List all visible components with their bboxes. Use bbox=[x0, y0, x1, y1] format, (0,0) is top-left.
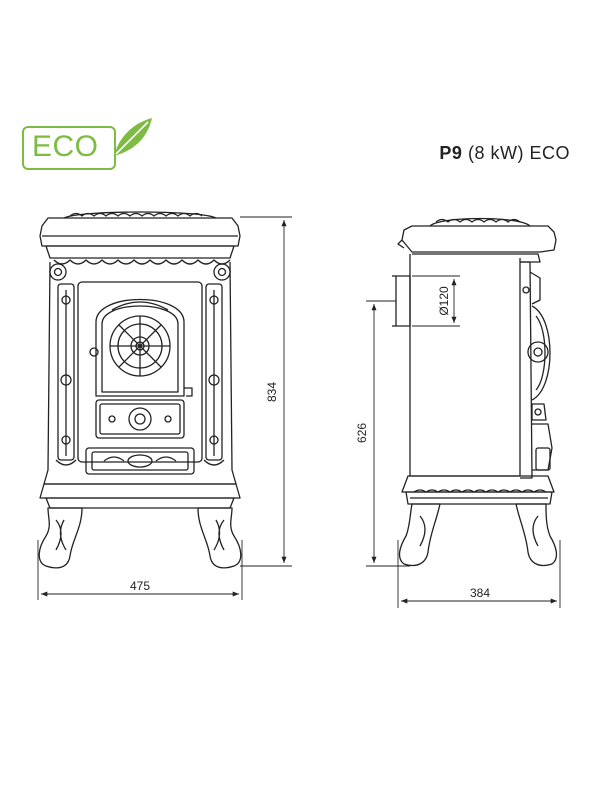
leaf-icon bbox=[114, 118, 152, 156]
eco-badge-frame bbox=[22, 126, 116, 170]
eco-badge: ECO bbox=[22, 118, 152, 174]
pipe-diameter-label: Ø120 bbox=[437, 286, 451, 316]
model-power: (8 kW) bbox=[467, 143, 524, 163]
front-height-label: 834 bbox=[265, 382, 279, 402]
stove-side-view bbox=[392, 217, 558, 567]
model-suffix: ECO bbox=[529, 143, 570, 163]
stove-front-view bbox=[38, 211, 242, 569]
front-dimensions bbox=[37, 216, 292, 600]
model-title: P9 (8 kW) ECO bbox=[439, 143, 570, 164]
side-dimensions bbox=[366, 275, 561, 608]
side-pipe-height-label: 626 bbox=[355, 423, 369, 443]
front-width-label: 475 bbox=[130, 579, 150, 593]
eco-badge-text: ECO bbox=[32, 130, 99, 163]
model-name: P9 bbox=[439, 143, 463, 163]
side-depth-label: 384 bbox=[470, 586, 490, 600]
